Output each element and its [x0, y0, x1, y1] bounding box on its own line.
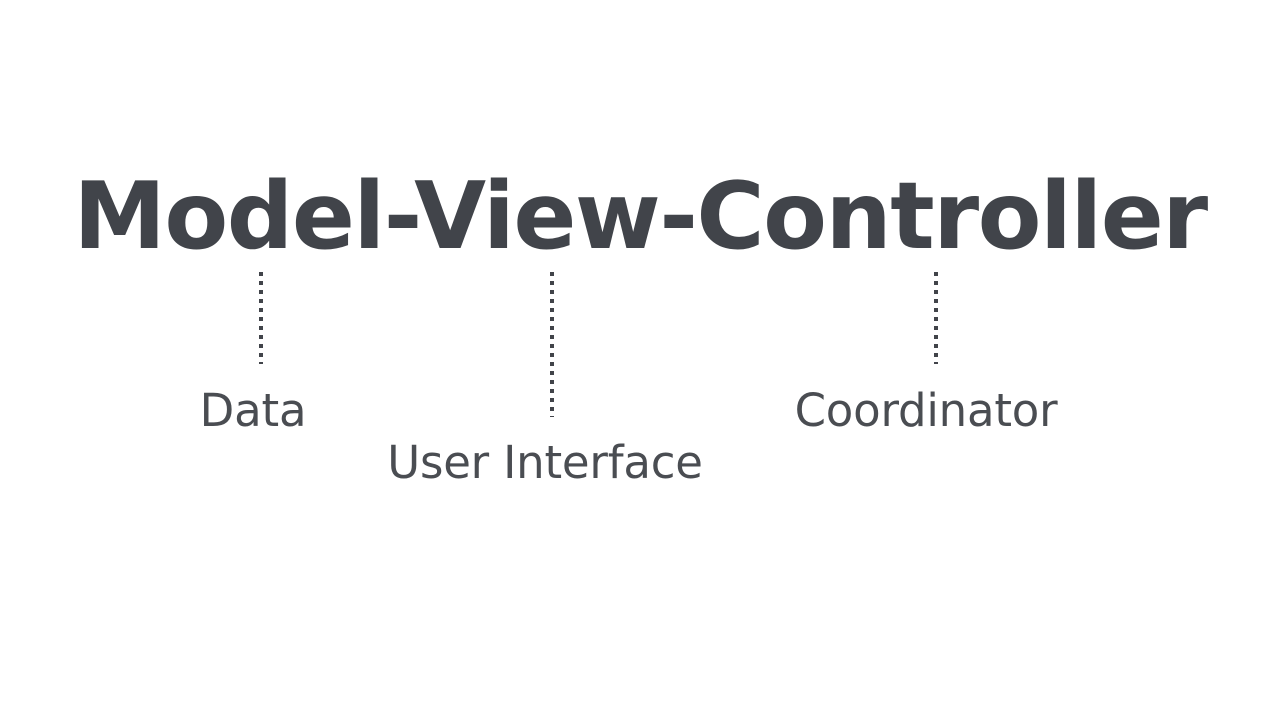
- label-controller-coordinator: Coordinator: [794, 384, 1058, 437]
- controller-connector-line: [934, 272, 938, 364]
- page-title: Model-View-Controller: [73, 162, 1208, 270]
- label-model-data: Data: [199, 384, 307, 437]
- model-connector-line: [259, 272, 263, 364]
- view-connector-line: [550, 272, 554, 417]
- label-view-user-interface: User Interface: [387, 436, 703, 489]
